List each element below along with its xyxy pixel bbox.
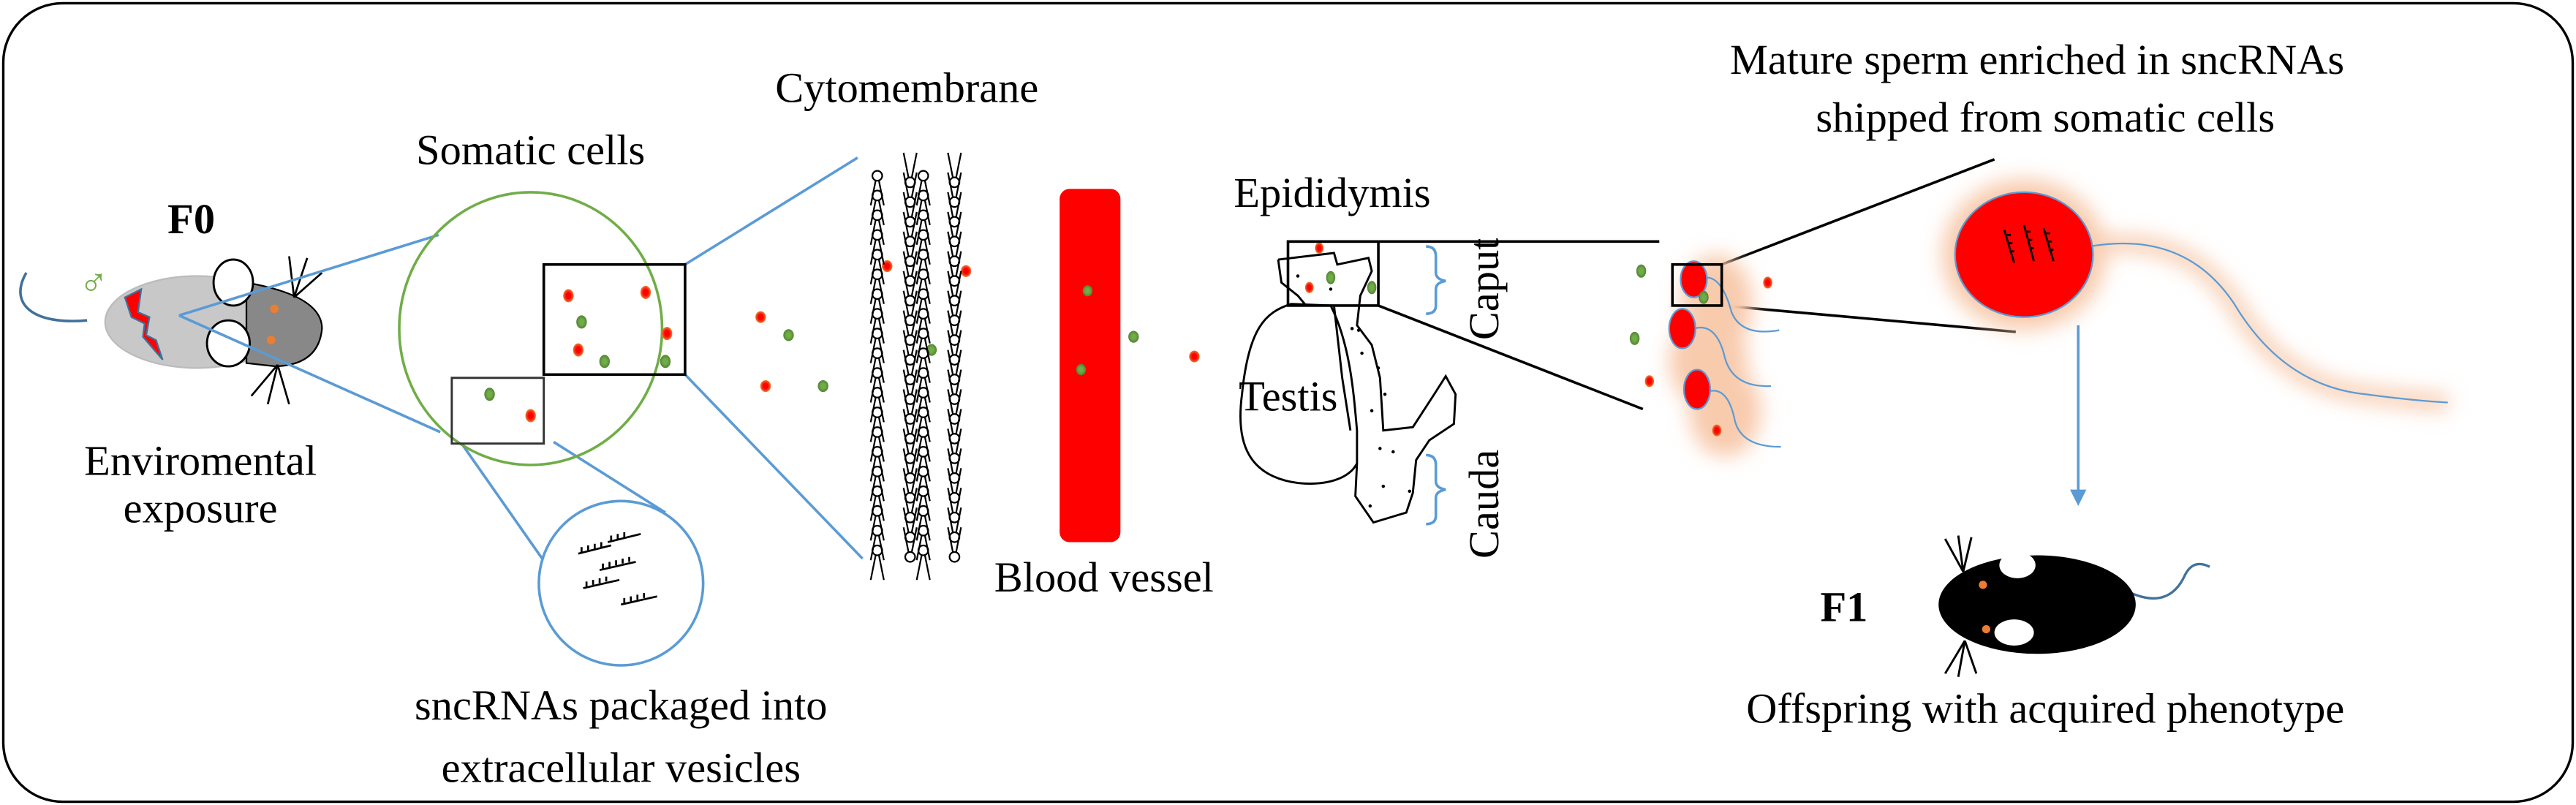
- connector-lines: [178, 156, 864, 560]
- mature-sperm-label-line2: shipped from somatic cells: [1816, 94, 2275, 141]
- somatic-cells-label: Somatic cells: [416, 126, 645, 174]
- sncrna-label-line2: extracellular vesicles: [442, 744, 801, 792]
- exposure-label-line1: Enviromental: [84, 436, 317, 484]
- sncrna-label-line1: sncRNAs packaged into: [415, 681, 827, 729]
- somatic-cell: [398, 191, 664, 466]
- cytomembrane-label: Cytomembrane: [775, 64, 1038, 111]
- caput-bracket: [1426, 245, 1446, 315]
- mouse-ear: [212, 258, 254, 307]
- zoom-box-sperm: [1671, 262, 1723, 307]
- f1-mouse: [1938, 535, 2210, 678]
- sperm-head: [1682, 369, 1712, 410]
- f1-label: F1: [1820, 583, 1867, 630]
- zoom-lines: [1288, 158, 2016, 411]
- exposure-label-line2: exposure: [124, 485, 278, 532]
- arrow-head-icon: [2069, 489, 2087, 507]
- caput-label: Caput: [1460, 238, 1508, 341]
- offspring-label: Offspring with acquired phenotype: [1746, 685, 2344, 733]
- mouse-tail: [19, 272, 88, 322]
- vesicles: [484, 260, 972, 423]
- sperm-head: [1668, 308, 1696, 349]
- cauda-label: Cauda: [1460, 450, 1508, 559]
- cauda-bracket: [1426, 453, 1446, 526]
- male-symbol: ♂: [79, 260, 108, 304]
- lightning-icon: [124, 287, 164, 360]
- blood-vessel: [1060, 189, 1121, 543]
- testis-epididymis-outline: [1239, 252, 1457, 524]
- sperm-head: [1680, 260, 1708, 298]
- epididymis-label: Epididymis: [1234, 169, 1430, 216]
- epididymis-dots: [1296, 274, 1412, 508]
- mature-sperm-label-line1: Mature sperm enriched in sncRNAs: [1730, 36, 2344, 83]
- zoom-box-membrane: [542, 262, 687, 377]
- extracellular-vesicle: [537, 499, 705, 667]
- mature-sperm: [1941, 178, 2449, 411]
- sperm-cluster: [1629, 254, 1781, 457]
- sncrna-icon: [578, 532, 658, 606]
- zoom-box-vesicle: [450, 377, 545, 445]
- sperm-head: [1954, 191, 2094, 318]
- testis-label: Testis: [1239, 373, 1337, 420]
- blood-vessel-label: Blood vessel: [994, 553, 1214, 601]
- f0-label: F0: [167, 195, 215, 243]
